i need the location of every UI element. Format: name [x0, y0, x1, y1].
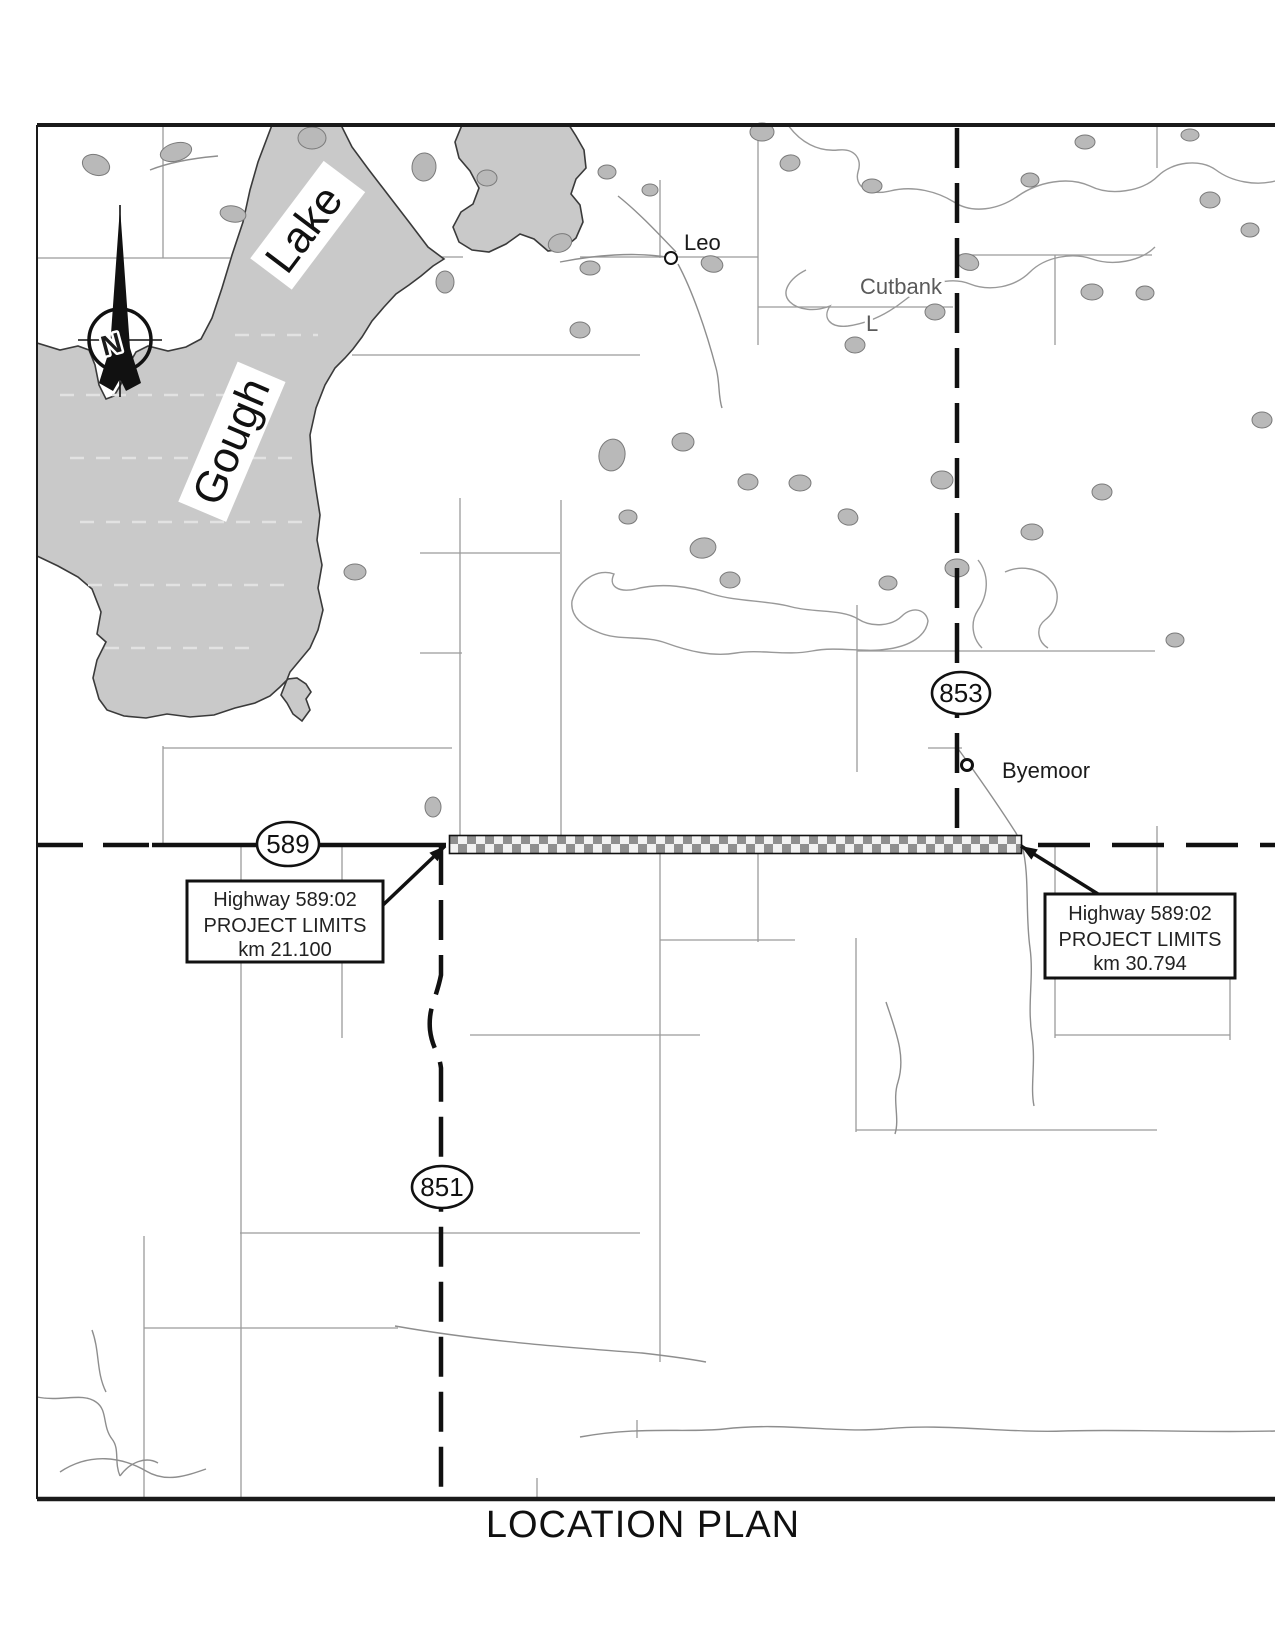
right-project-limits-callout: Highway 589:02 PROJECT LIMITS km 30.794	[1043, 892, 1237, 980]
byemoor-town-dot	[960, 758, 974, 772]
project-limits-segment	[448, 834, 1023, 855]
gough-label-halo	[178, 361, 286, 522]
page-title: LOCATION PLAN	[486, 1504, 800, 1546]
north-arrow: N	[78, 205, 162, 397]
right-callout-leader	[1020, 844, 1099, 896]
right-callout-line2: PROJECT LIMITS	[1059, 929, 1222, 951]
left-callout-line1: Highway 589:02	[213, 889, 356, 911]
pond-blobs	[81, 122, 1273, 818]
town-leo: Leo	[664, 227, 724, 265]
cutbank-label: Cutbank	[860, 274, 943, 299]
minor-roads	[36, 155, 1275, 1479]
right-leader-arrowhead	[1021, 846, 1038, 860]
right-callout-line3: km 30.794	[1093, 953, 1186, 975]
leo-label: Leo	[684, 230, 721, 255]
left-callout-line2: PROJECT LIMITS	[204, 915, 367, 937]
leo-town-dot	[664, 251, 678, 265]
slough-outlines	[571, 124, 1275, 655]
highway-shield-589: 589	[255, 820, 321, 868]
shield-589-number: 589	[266, 829, 309, 859]
left-callout-line3: km 21.100	[238, 939, 331, 961]
lake-label-halo	[250, 160, 366, 290]
cutbank-l-label: L	[866, 311, 878, 336]
section-grid-lines	[37, 125, 1231, 1499]
shield-851-number: 851	[420, 1172, 463, 1202]
map-frame	[36, 123, 1275, 1502]
highway-851-line	[427, 845, 444, 1499]
left-callout-leader	[381, 844, 447, 907]
town-byemoor: Byemoor	[960, 755, 1093, 786]
shield-853-number: 853	[939, 678, 982, 708]
left-project-limits-callout: Highway 589:02 PROJECT LIMITS km 21.100	[185, 879, 385, 964]
lake-northeast-piece	[452, 124, 587, 253]
north-arrow-needle	[99, 207, 141, 391]
highway-shield-851: 851	[410, 1164, 474, 1210]
highway-shield-853: 853	[930, 670, 992, 716]
byemoor-label: Byemoor	[1002, 758, 1090, 783]
left-leader-arrowhead	[429, 846, 445, 862]
right-callout-line1: Highway 589:02	[1068, 903, 1211, 925]
